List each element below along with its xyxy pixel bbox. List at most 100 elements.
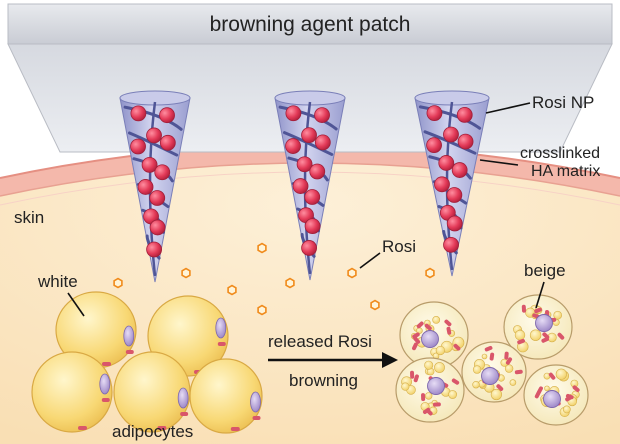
nucleus [535,314,553,332]
rosi-nanoparticle [285,138,301,154]
white-adipocyte [31,351,113,433]
mitochondrion [537,386,543,394]
mitochondrion [484,345,493,352]
mitochondrion [180,412,189,416]
mitochondrion [424,323,432,331]
mitochondrion [412,332,420,339]
rosi-hexagon-icon [347,267,357,279]
rosi-nanoparticle [457,133,474,150]
mitochondrion [496,384,504,391]
rosi-nanoparticle [285,105,302,122]
label-matrix-line1: crosslinked [520,145,600,162]
rosi-nanoparticle [438,155,455,171]
beige-adipocyte [461,341,527,403]
lipid-droplet [189,358,263,434]
lipid-droplet [509,379,517,386]
mitochondrion [217,342,226,346]
white-adipocytes [31,291,263,434]
label-browning: browning [289,371,358,390]
rosi-hexagon-icon [285,277,295,289]
lipid-droplet [432,315,441,324]
rosi-nanoparticle [149,219,166,236]
label-released-rosi: released Rosi [268,332,372,351]
rosi-nanoparticle [149,190,166,206]
ha-matrix-strand [123,105,183,131]
rosi-nanoparticle [154,164,171,181]
lipid-droplet [434,362,445,373]
rosi-nanoparticle [292,178,309,194]
mitochondrion [125,350,134,354]
label-matrix-line2: HA matrix [531,163,600,180]
mitochondrion [489,352,495,361]
nucleus [421,330,439,348]
rosi-nanoparticle [296,156,313,173]
mitochondrion [572,385,580,392]
beige-adipocyte [395,357,465,423]
mitochondrion [446,326,452,335]
rosi-nanoparticle [141,156,158,173]
mitochondrion [432,402,441,407]
mitochondrion [565,393,574,400]
rosi-nanoparticle [304,218,321,235]
rosi-nanoparticle [301,240,317,256]
mitochondrion [444,319,452,327]
ha-matrix-strand [278,105,338,131]
label-adipocytes: adipocytes [112,422,193,441]
rosi-nanoparticle [456,107,473,123]
rosi-hexagon-icon [227,284,237,296]
rosi-nanoparticle [130,105,147,122]
nucleus [481,367,499,385]
rosi-nanoparticle [146,127,162,144]
mitochondrion [421,393,426,402]
mitochondrion [521,304,527,313]
mitochondrion [412,342,418,351]
rosi-nanoparticle [309,163,326,180]
rosi-nanoparticle [159,107,175,124]
mitochondrion [505,357,513,365]
mitochondrion [230,427,240,431]
lipid-droplet [401,382,410,391]
white-adipocyte [189,358,263,434]
label-rosi: Rosi [382,237,416,256]
mitochondrion [453,343,461,351]
mitochondrion [517,338,525,345]
rosi-hexagon-icon [257,242,267,254]
microneedle [274,90,346,281]
nucleus [543,390,561,408]
mitochondrion [413,336,421,344]
lipid-droplet [504,364,514,373]
rosi-nanoparticle [314,107,330,123]
ha-matrix-strand [418,105,482,130]
mitochondrion [101,398,110,402]
lipid-droplet [113,351,191,433]
rosi-nanoparticle [451,162,468,178]
mitochondrion [416,321,424,329]
microneedle [119,90,191,283]
rosi-nanoparticle [434,176,450,193]
rosi-hexagon-icon [425,267,435,279]
rosi-nanoparticle [426,105,443,122]
lipid-droplet [562,405,571,414]
lipid-droplet [514,329,526,341]
label-rosi-np: Rosi NP [532,93,594,112]
mitochondrion [102,362,111,366]
mitochondrion [422,407,431,415]
nucleus [177,387,189,409]
beige-adipocyte [399,301,469,369]
mitochondrion [451,378,460,385]
rosi-hexagon-icon [113,277,123,289]
mitochondrion [541,337,550,343]
microneedle [414,90,490,277]
mitochondrion [557,332,565,340]
label-white: white [37,272,78,291]
rosi-hexagon-icon [257,304,267,316]
rosi-nanoparticle [146,241,162,258]
nucleus [215,317,227,339]
nucleus [250,391,261,413]
mitochondrion [504,351,509,360]
arrow-right-icon [268,352,398,368]
lipid-droplet [544,385,550,392]
nucleus [123,325,135,347]
